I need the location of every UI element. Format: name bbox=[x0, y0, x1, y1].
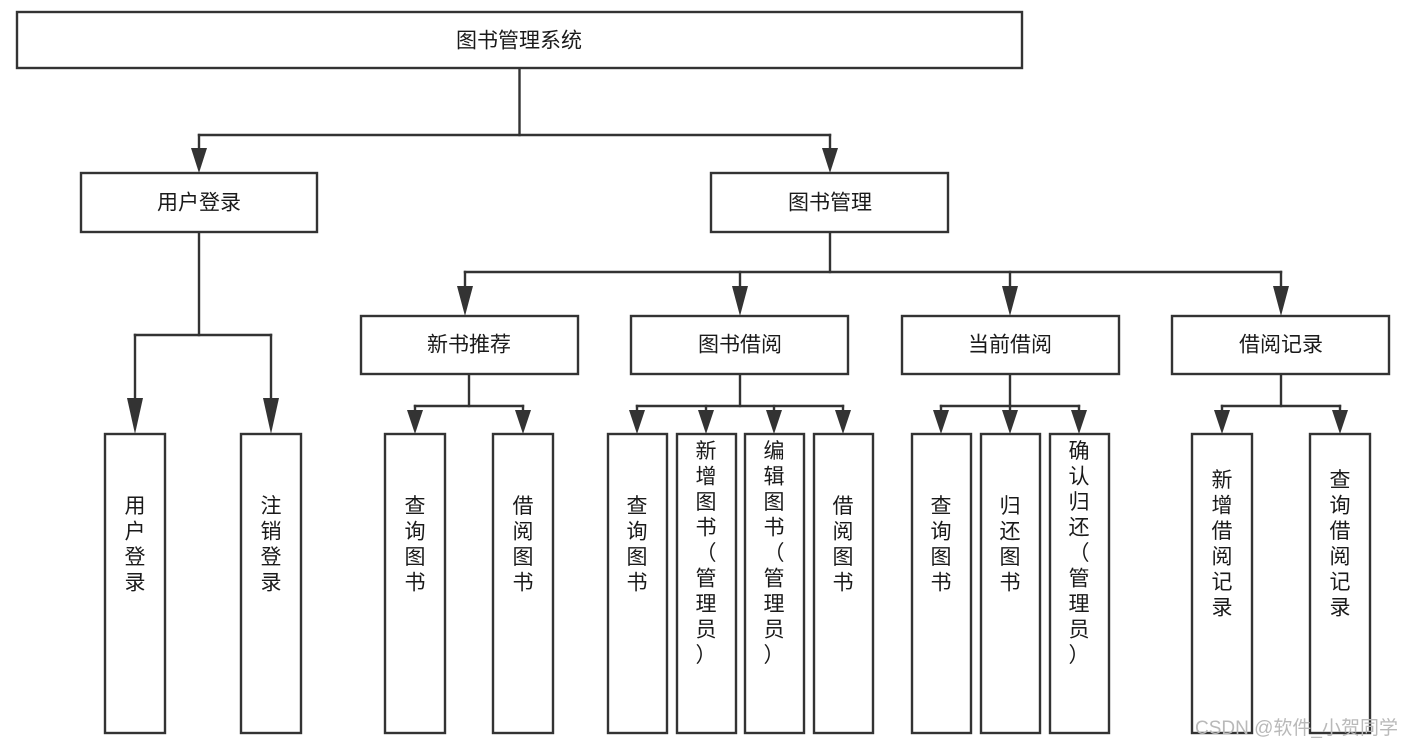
node-root-system-box[interactable] bbox=[15, 10, 1024, 70]
node-leaf-add-book-admin-label: 新增图书（管理员） bbox=[696, 440, 717, 667]
node-leaf-edit-book-admin-label: 编辑图书（管理员） bbox=[764, 440, 785, 667]
node-leaf-borrow-book-rec[interactable]: 借阅图书 bbox=[491, 432, 555, 735]
node-leaf-borrow-book-label: 借阅图书 bbox=[833, 495, 854, 595]
node-leaf-query-book-current-box[interactable] bbox=[910, 432, 973, 735]
arrow-head-leaf-query-book-current bbox=[933, 410, 949, 434]
node-leaf-confirm-return-admin-label: 确认归还（管理员） bbox=[1069, 440, 1090, 667]
arrow-head-leaf-logout-login bbox=[263, 398, 279, 434]
node-leaf-return-book-box[interactable] bbox=[979, 432, 1042, 735]
node-leaf-confirm-return-admin[interactable]: 确认归还（管理员） bbox=[1048, 432, 1111, 735]
node-book-borrow-label: 图书借阅 bbox=[698, 334, 782, 357]
node-leaf-logout-login-box[interactable] bbox=[239, 432, 303, 735]
node-leaf-user-login-label: 用户登录 bbox=[125, 495, 146, 595]
arrow-head-leaf-user-login bbox=[127, 398, 143, 434]
arrow-head-book-borrow bbox=[732, 286, 748, 316]
arrow-head-leaf-borrow-book-rec bbox=[515, 410, 531, 434]
node-leaf-query-borrow-record[interactable]: 查询借阅记录 bbox=[1308, 432, 1372, 735]
node-book-management[interactable]: 图书管理 bbox=[709, 171, 950, 234]
node-leaf-query-book-borrow-box[interactable] bbox=[606, 432, 669, 735]
node-root-system[interactable]: 图书管理系统 bbox=[15, 10, 1024, 70]
node-leaf-query-book-borrow[interactable]: 查询图书 bbox=[606, 432, 669, 735]
node-book-borrow[interactable]: 图书借阅 bbox=[629, 314, 850, 376]
node-leaf-add-book-admin-box[interactable] bbox=[675, 432, 738, 735]
node-user-login[interactable]: 用户登录 bbox=[79, 171, 319, 234]
node-leaf-edit-book-admin[interactable]: 编辑图书（管理员） bbox=[743, 432, 806, 735]
node-leaf-return-book[interactable]: 归还图书 bbox=[979, 432, 1042, 735]
node-new-book-recommend-box[interactable] bbox=[359, 314, 580, 376]
node-leaf-user-login-box[interactable] bbox=[103, 432, 167, 735]
arrow-head-leaf-return-book bbox=[1002, 410, 1018, 434]
node-leaf-query-book-current[interactable]: 查询图书 bbox=[910, 432, 973, 735]
arrow-head-leaf-edit-book-admin bbox=[766, 410, 782, 434]
node-book-management-label: 图书管理 bbox=[788, 192, 872, 215]
node-borrow-record[interactable]: 借阅记录 bbox=[1170, 314, 1391, 376]
node-leaf-logout-login[interactable]: 注销登录 bbox=[239, 432, 303, 735]
node-book-management-box[interactable] bbox=[709, 171, 950, 234]
node-leaf-query-book-current-label: 查询图书 bbox=[931, 495, 952, 595]
node-current-borrow[interactable]: 当前借阅 bbox=[900, 314, 1121, 376]
node-leaf-add-book-admin[interactable]: 新增图书（管理员） bbox=[675, 432, 738, 735]
node-user-login-label: 用户登录 bbox=[157, 192, 241, 215]
csdn-watermark: CSDN @软件_小贺同学 bbox=[1195, 717, 1398, 739]
node-leaf-edit-book-admin-box[interactable] bbox=[743, 432, 806, 735]
node-root-system-label: 图书管理系统 bbox=[456, 30, 582, 53]
arrow-head-leaf-add-book-admin bbox=[698, 410, 714, 434]
node-leaf-confirm-return-admin-box[interactable] bbox=[1048, 432, 1111, 735]
node-leaf-query-book-borrow-label: 查询图书 bbox=[627, 495, 648, 595]
node-leaf-query-borrow-record-label: 查询借阅记录 bbox=[1330, 469, 1351, 620]
node-leaf-borrow-book-rec-label: 借阅图书 bbox=[513, 495, 534, 595]
node-leaf-add-borrow-record-box[interactable] bbox=[1190, 432, 1254, 735]
node-current-borrow-label: 当前借阅 bbox=[968, 334, 1052, 357]
node-book-borrow-box[interactable] bbox=[629, 314, 850, 376]
node-leaf-add-borrow-record[interactable]: 新增借阅记录 bbox=[1190, 432, 1254, 735]
arrow-head-leaf-confirm-return-admin bbox=[1071, 410, 1087, 434]
node-leaf-borrow-book-rec-box[interactable] bbox=[491, 432, 555, 735]
node-leaf-user-login[interactable]: 用户登录 bbox=[103, 432, 167, 735]
node-leaf-query-book-rec[interactable]: 查询图书 bbox=[383, 432, 447, 735]
node-new-book-recommend[interactable]: 新书推荐 bbox=[359, 314, 580, 376]
node-borrow-record-label: 借阅记录 bbox=[1239, 334, 1323, 357]
node-leaf-return-book-label: 归还图书 bbox=[1000, 495, 1021, 595]
node-current-borrow-box[interactable] bbox=[900, 314, 1121, 376]
arrow-head-current-borrow bbox=[1002, 286, 1018, 316]
node-leaf-query-borrow-record-box[interactable] bbox=[1308, 432, 1372, 735]
node-user-login-box[interactable] bbox=[79, 171, 319, 234]
node-borrow-record-box[interactable] bbox=[1170, 314, 1391, 376]
node-leaf-add-borrow-record-label: 新增借阅记录 bbox=[1212, 469, 1233, 620]
node-leaf-logout-login-label: 注销登录 bbox=[261, 495, 282, 595]
connector-layer bbox=[127, 66, 1348, 434]
arrow-head-leaf-query-book-borrow bbox=[629, 410, 645, 434]
arrow-head-borrow-record bbox=[1273, 286, 1289, 316]
arrow-head-leaf-borrow-book bbox=[835, 410, 851, 434]
arrow-head-user-login bbox=[191, 148, 207, 173]
node-leaf-borrow-book[interactable]: 借阅图书 bbox=[812, 432, 875, 735]
node-leaf-query-book-rec-box[interactable] bbox=[383, 432, 447, 735]
arrow-head-new-book-recommend bbox=[457, 286, 473, 316]
node-leaf-borrow-book-box[interactable] bbox=[812, 432, 875, 735]
arrow-head-leaf-query-borrow-record bbox=[1332, 410, 1348, 434]
arrow-head-leaf-query-book-rec bbox=[407, 410, 423, 434]
arrow-head-leaf-add-borrow-record bbox=[1214, 410, 1230, 434]
node-new-book-recommend-label: 新书推荐 bbox=[427, 334, 511, 357]
arrow-head-book-management bbox=[822, 148, 838, 173]
node-leaf-query-book-rec-label: 查询图书 bbox=[405, 495, 426, 595]
